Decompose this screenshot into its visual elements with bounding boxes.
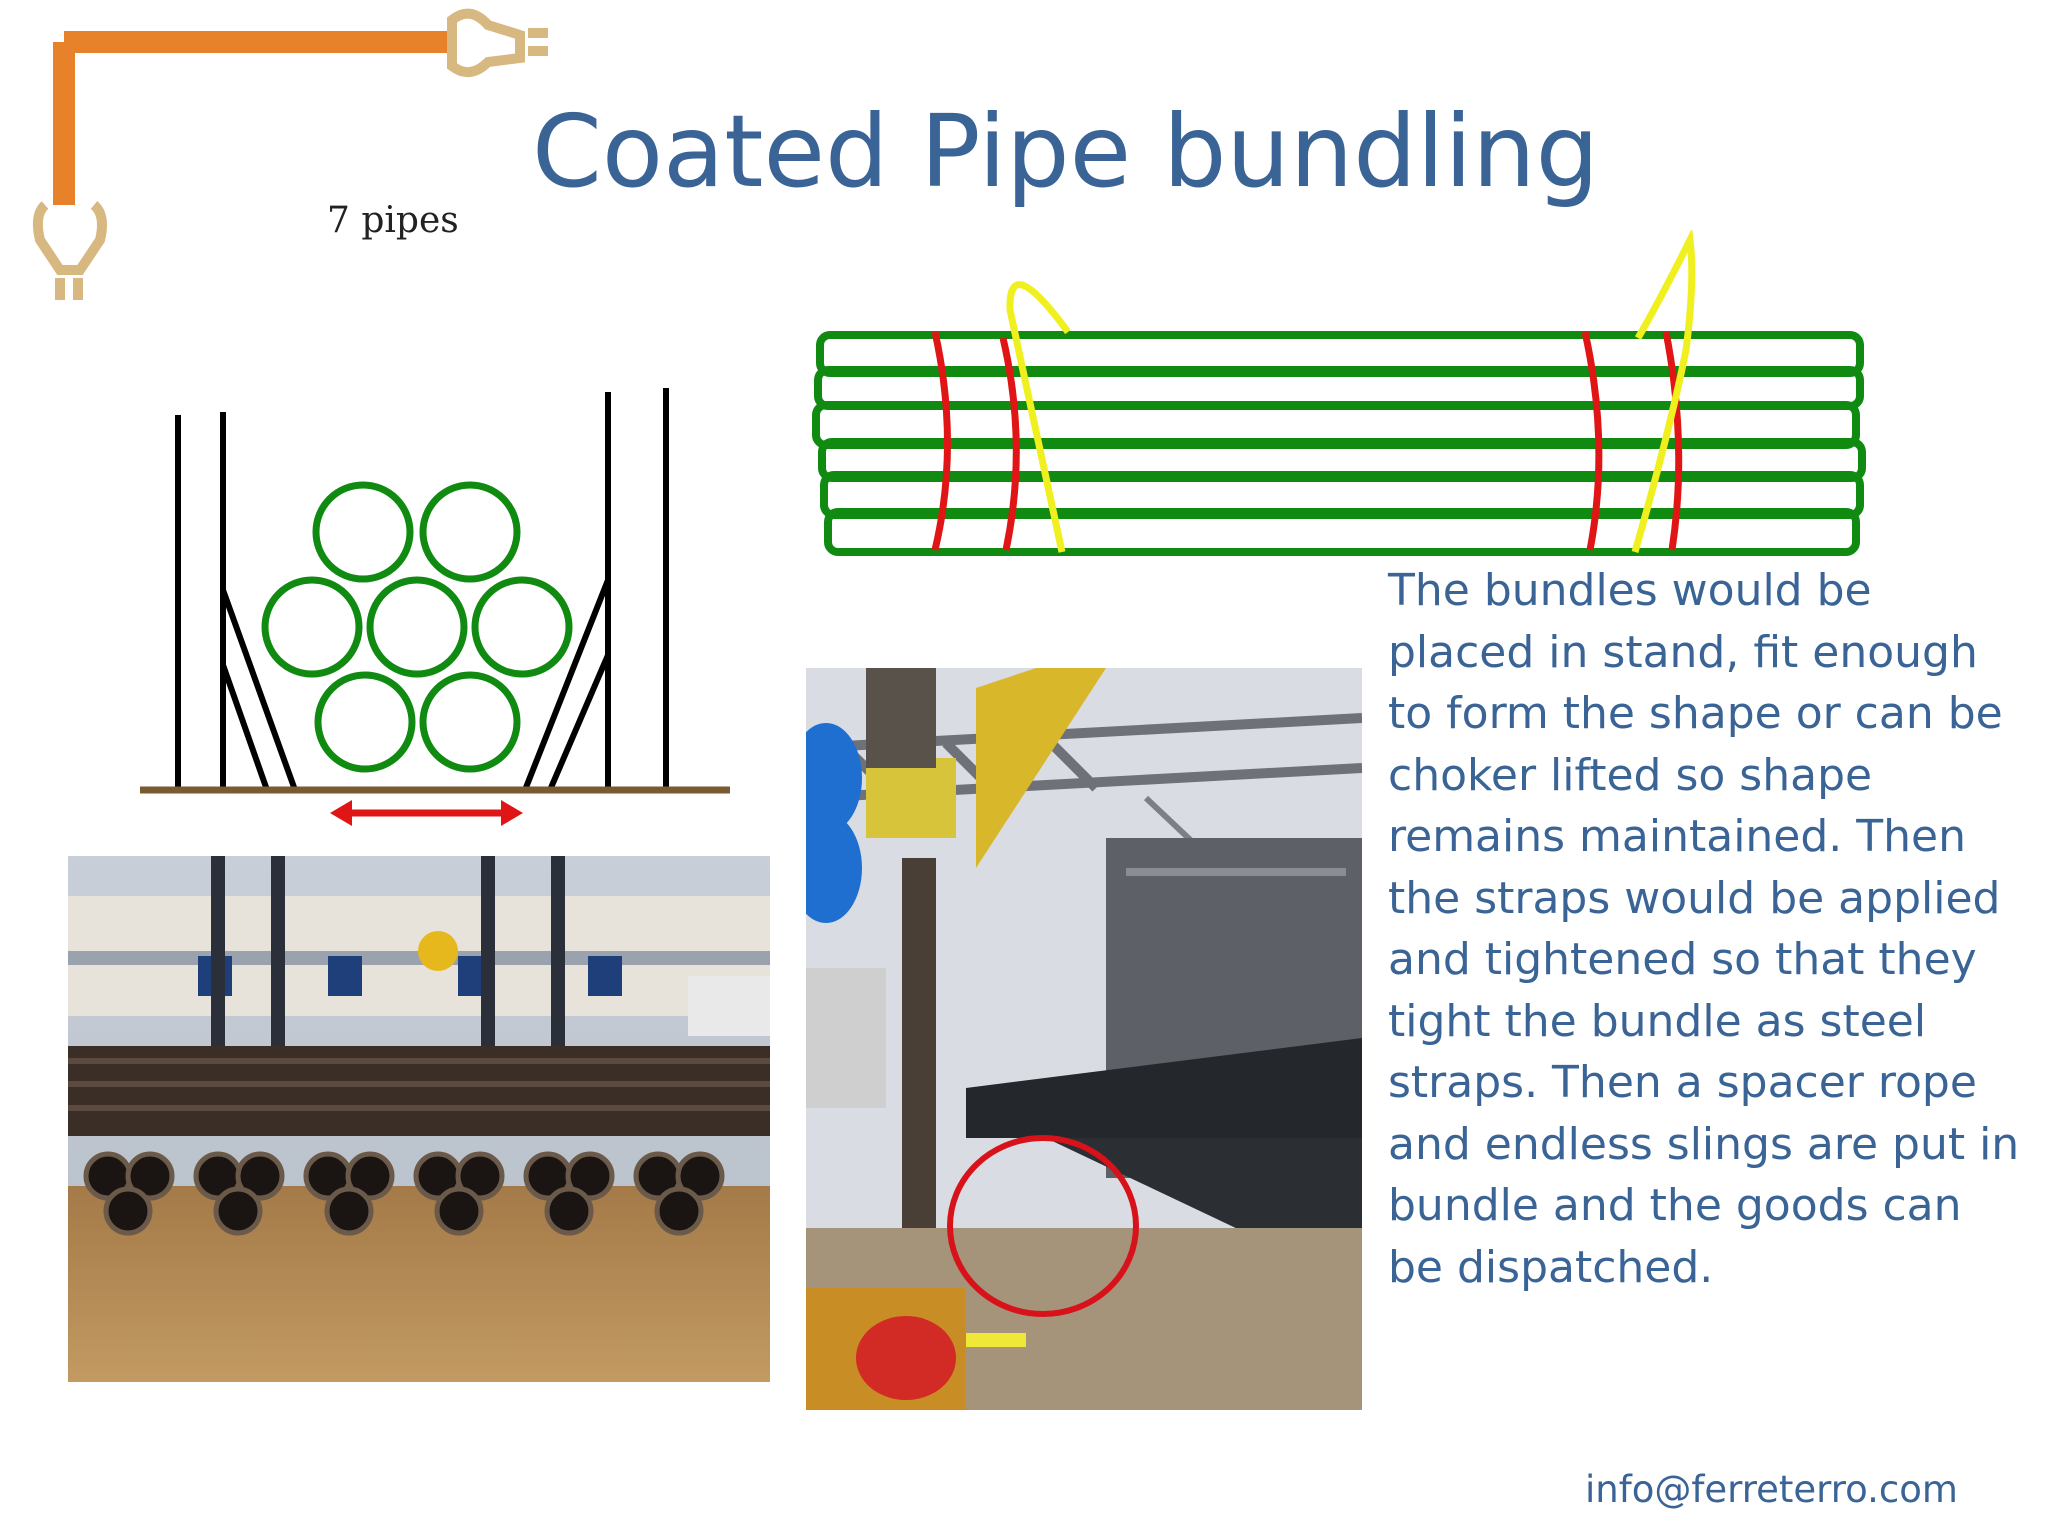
crane-lifting-photo: [806, 668, 1362, 1410]
bundle-side-diagram: [812, 230, 1866, 556]
crane-hook-icon: [32, 8, 548, 300]
diagram-label: 7 pipes: [327, 200, 459, 241]
pipe-bundles-photo: [68, 856, 770, 1382]
footer-email-link[interactable]: info@ferreterro.com: [1585, 1468, 1958, 1511]
slide-title: Coated Pipe bundling: [532, 93, 1600, 210]
pipe-stand-diagram: [140, 388, 730, 826]
description-text: The bundles would be placed in stand, fi…: [1388, 565, 2020, 1293]
